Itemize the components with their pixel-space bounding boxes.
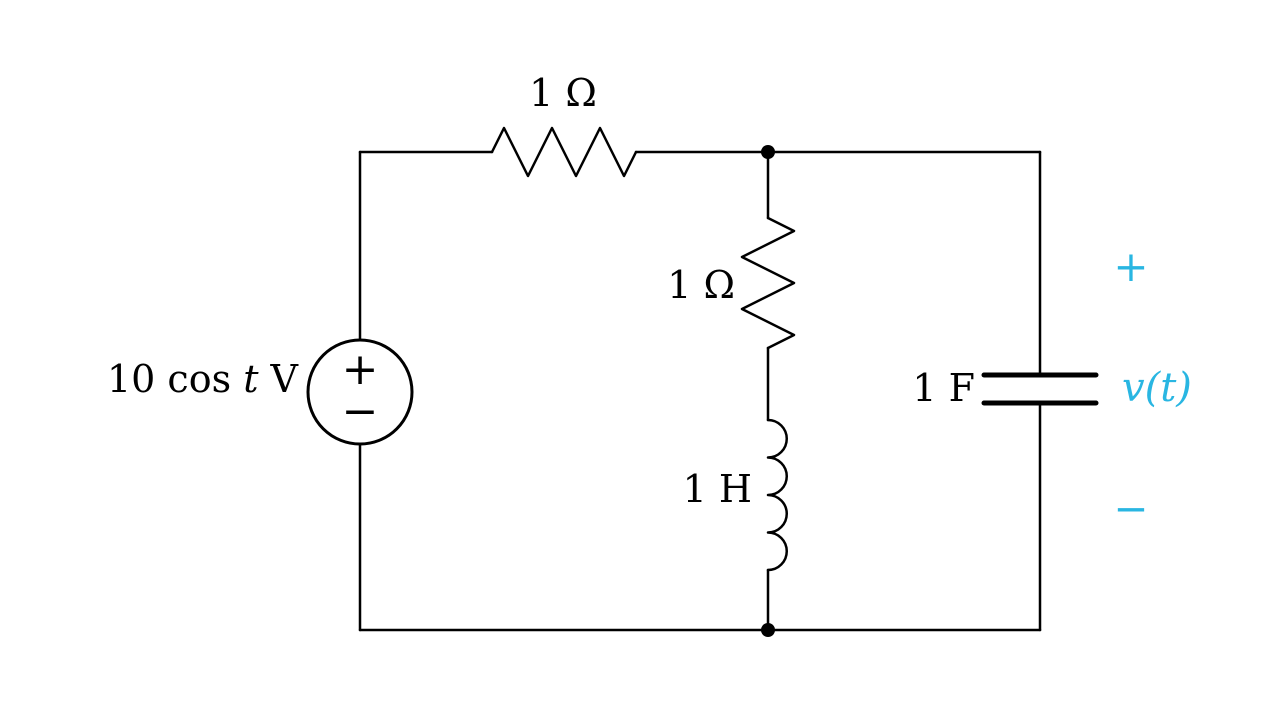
resistor-top-zigzag (490, 126, 638, 178)
source-minus-icon: − (342, 386, 379, 437)
resistor-mid-zigzag (740, 216, 796, 350)
output-minus-sign: − (1113, 484, 1149, 533)
source-plus-icon: + (342, 344, 379, 395)
resistor-mid-label: 1 Ω (667, 263, 735, 307)
node-dot-top (761, 145, 775, 159)
source-label: 10 cos t V (58, 360, 298, 398)
node-dot-bottom (761, 623, 775, 637)
inductor-label: 1 H (682, 467, 752, 511)
output-plus-sign: + (1113, 242, 1149, 291)
source-label-variable: t (243, 357, 259, 401)
source-label-unit: V (258, 357, 298, 401)
output-voltage-label: v(t) (1122, 365, 1192, 411)
source-label-prefix: 10 cos (107, 357, 244, 401)
resistor-top-label: 1 Ω (529, 71, 597, 115)
capacitor-label: 1 F (912, 366, 975, 410)
inductor-coils (766, 418, 788, 572)
